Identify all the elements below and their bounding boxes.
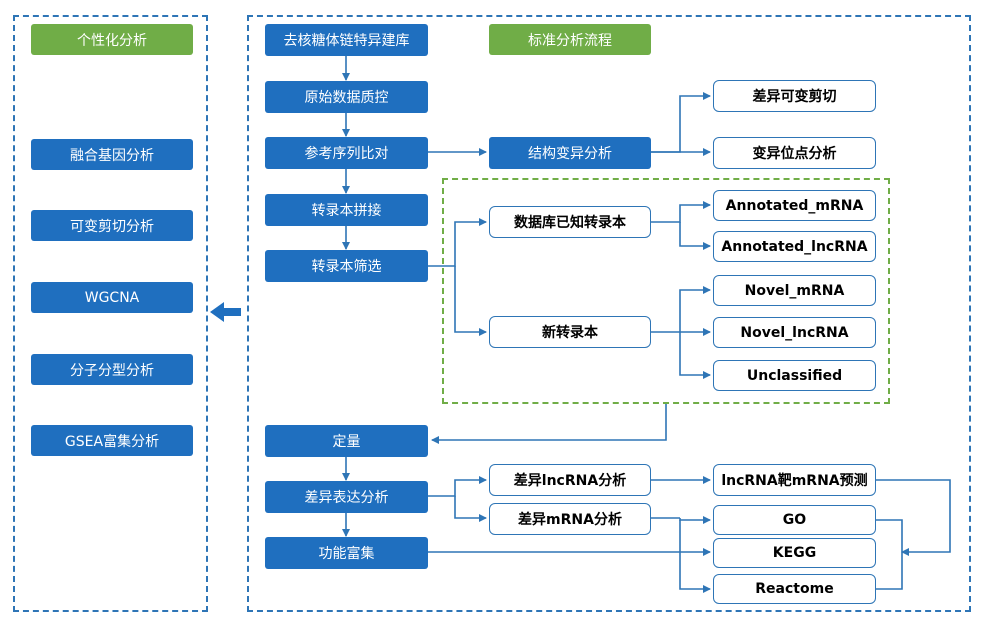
transcript-assembly-box: 转录本拼接 [265,194,428,226]
reactome-box: Reactome [713,574,876,604]
quantification-box: 定量 [265,425,428,457]
diff-lncrna-analysis-box: 差异lncRNA分析 [489,464,651,496]
alternative-splicing-analysis-box: 可变剪切分析 [31,210,193,241]
structural-variation-box: 结构变异分析 [489,137,651,169]
arrow-left-icon [210,302,241,322]
novel-transcripts-box: 新转录本 [489,316,651,348]
gsea-enrichment-box: GSEA富集分析 [31,425,193,456]
wgcna-box: WGCNA [31,282,193,313]
molecular-subtyping-box: 分子分型分析 [31,354,193,385]
personalized-analysis-header: 个性化分析 [31,24,193,55]
novel-mrna-box: Novel_mRNA [713,275,876,306]
kegg-box: KEGG [713,538,876,568]
known-transcripts-box: 数据库已知转录本 [489,206,651,238]
novel-lncrna-box: Novel_lncRNA [713,317,876,348]
annotated-lncrna-box: Annotated_lncRNA [713,231,876,262]
raw-data-qc-box: 原始数据质控 [265,81,428,113]
variant-site-analysis-box: 变异位点分析 [713,137,876,169]
annotated-mrna-box: Annotated_mRNA [713,190,876,221]
unclassified-box: Unclassified [713,360,876,391]
rrna-depletion-library-box: 去核糖体链特异建库 [265,24,428,56]
transcript-classification-group [442,178,890,404]
personalized-analysis-panel [13,15,208,612]
reference-alignment-box: 参考序列比对 [265,137,428,169]
transcript-filtering-box: 转录本筛选 [265,250,428,282]
standard-pipeline-panel [247,15,971,612]
diff-mrna-analysis-box: 差异mRNA分析 [489,503,651,535]
functional-enrichment-box: 功能富集 [265,537,428,569]
fusion-gene-analysis-box: 融合基因分析 [31,139,193,170]
diff-alt-splicing-box: 差异可变剪切 [713,80,876,112]
differential-expression-box: 差异表达分析 [265,481,428,513]
lncrna-target-prediction-box: lncRNA靶mRNA预测 [713,464,876,496]
standard-pipeline-header: 标准分析流程 [489,24,651,55]
go-box: GO [713,505,876,535]
